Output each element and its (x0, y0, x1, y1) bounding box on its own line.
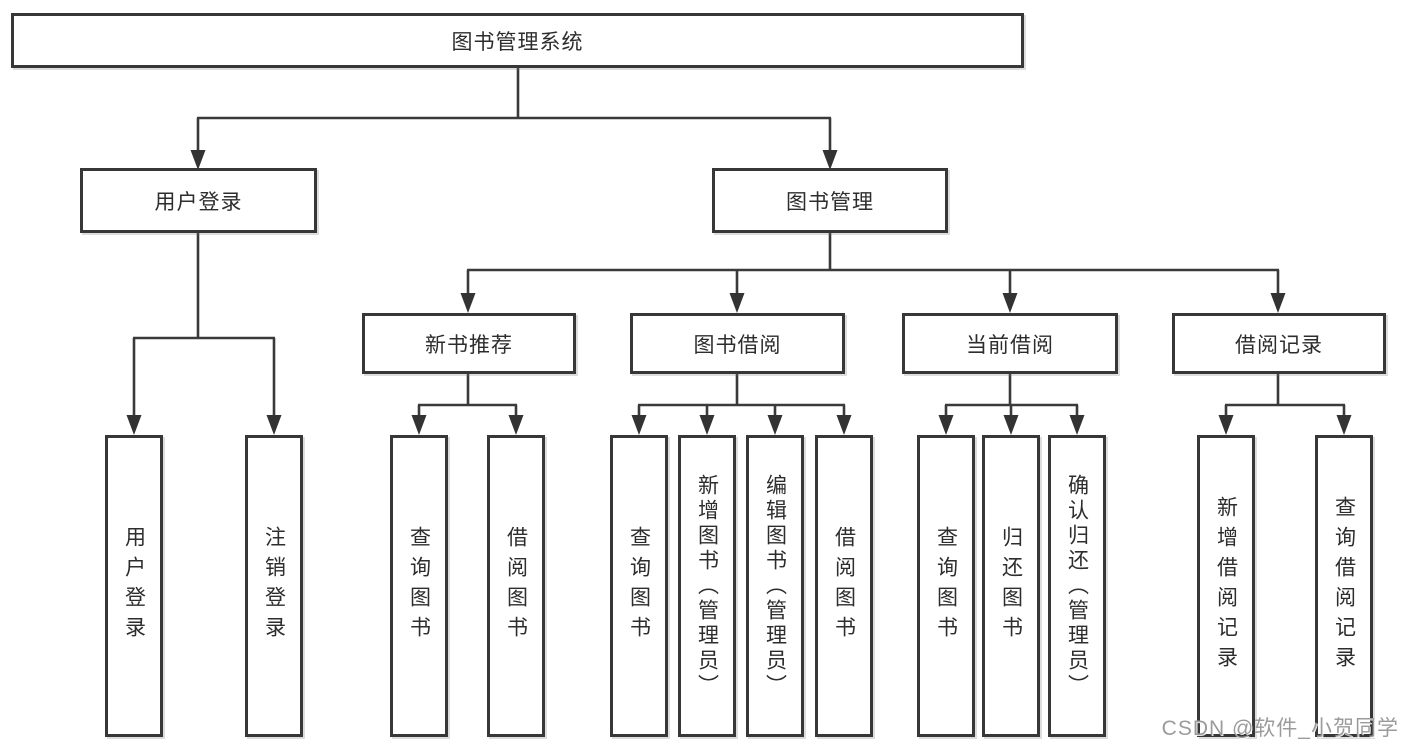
node-label: 确认归还（管理员） (1065, 473, 1089, 699)
leaf-logout: 注销登录 (245, 435, 303, 737)
node-label: 图书管理 (786, 190, 874, 214)
node-label: 新书推荐 (425, 333, 513, 357)
leaf-add-borrow-record: 新增借阅记录 (1197, 435, 1255, 737)
connector-user-login-branch (126, 233, 282, 435)
node-borrowing-records: 借阅记录 (1172, 313, 1386, 374)
node-label: 查询图书 (934, 526, 958, 646)
node-current-borrowing: 当前借阅 (902, 313, 1118, 374)
node-label: 新增借阅记录 (1214, 496, 1238, 676)
node-label: 借阅图书 (832, 526, 856, 646)
connector-book-mgmt-branch (460, 233, 1286, 313)
node-label: 查询借阅记录 (1332, 496, 1356, 676)
leaf-query-books-current: 查询图书 (917, 435, 975, 737)
node-label: 查询图书 (627, 526, 651, 646)
connector-current-borrow-branch (938, 373, 1085, 435)
node-label: 注销登录 (262, 526, 286, 646)
node-label: 归还图书 (999, 526, 1023, 646)
csdn-watermark: CSDN @软件_小贺同学 (1161, 717, 1399, 740)
leaf-query-books-borrowing: 查询图书 (610, 435, 668, 737)
connector-new-book-branch (411, 373, 524, 435)
leaf-confirm-return-admin: 确认归还（管理员） (1048, 435, 1106, 737)
connector-borrow-record-branch (1218, 373, 1352, 435)
connector-book-borrow-branch (631, 373, 852, 435)
node-label: 借阅图书 (504, 526, 528, 646)
node-new-book-recommend: 新书推荐 (362, 313, 576, 374)
node-label: 借阅记录 (1235, 333, 1323, 357)
leaf-query-books-recommend: 查询图书 (390, 435, 448, 737)
node-label: 当前借阅 (966, 333, 1054, 357)
node-label: 用户登录 (122, 526, 146, 646)
node-label: 图书借阅 (693, 333, 782, 357)
leaf-borrow-books-recommend: 借阅图书 (487, 435, 545, 737)
node-label: 用户登录 (154, 190, 243, 214)
node-book-borrowing: 图书借阅 (630, 313, 845, 374)
leaf-return-books: 归还图书 (982, 435, 1040, 737)
connector-root-to-level2 (190, 68, 838, 170)
leaf-borrow-books: 借阅图书 (815, 435, 873, 737)
node-root-library-system: 图书管理系统 (11, 13, 1024, 68)
leaf-add-books-admin: 新增图书（管理员） (678, 435, 736, 737)
leaf-edit-books-admin: 编辑图书（管理员） (746, 435, 804, 737)
node-label: 查询图书 (407, 526, 431, 646)
leaf-query-borrow-record: 查询借阅记录 (1315, 435, 1373, 737)
node-label: 图书管理系统 (451, 30, 584, 54)
node-label: 新增图书（管理员） (695, 473, 719, 699)
node-user-login-module: 用户登录 (80, 168, 317, 233)
node-book-management-module: 图书管理 (712, 168, 948, 233)
node-label: 编辑图书（管理员） (763, 473, 787, 699)
leaf-user-login: 用户登录 (105, 435, 163, 737)
